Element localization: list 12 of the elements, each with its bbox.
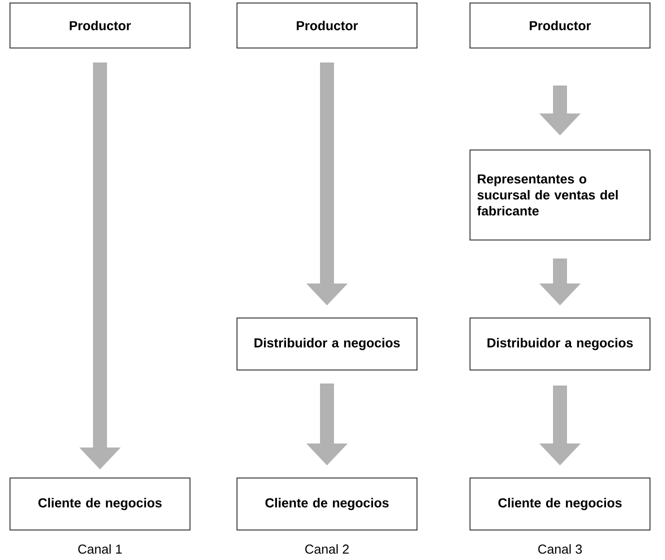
process-box: Distribuidor a negocios [236, 318, 418, 370]
process-box: Distribuidor a negocios [470, 318, 650, 370]
process-box: Cliente de negocios [236, 478, 418, 530]
process-box: Representantes o sucursal de ventas del fabricante [470, 150, 650, 240]
process-box: Productor [470, 2, 650, 48]
process-box: Productor [10, 2, 190, 48]
channel-label: Canal 3 [538, 544, 582, 554]
channel-label: Canal 1 [78, 544, 122, 554]
process-box: Cliente de negocios [10, 478, 190, 530]
channel-label: Canal 2 [305, 544, 349, 554]
process-box: Cliente de negocios [470, 478, 650, 530]
process-box: Productor [236, 2, 418, 48]
